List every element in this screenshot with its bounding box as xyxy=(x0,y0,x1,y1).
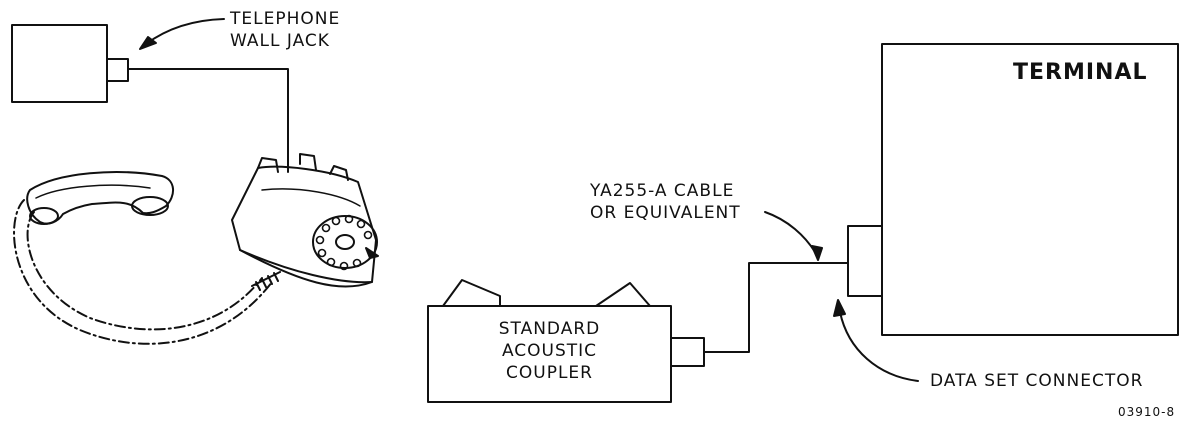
wall-jack-label-line2: WALL JACK xyxy=(230,31,330,51)
jack-to-phone-wire xyxy=(127,68,289,173)
wall-jack-plug xyxy=(106,58,129,82)
terminal-box xyxy=(881,43,1179,336)
data-set-connector xyxy=(847,225,883,297)
coupler-label-line2: ACOUSTIC xyxy=(501,341,598,361)
connector-pointer-arrow xyxy=(839,311,919,382)
rotary-dial xyxy=(312,215,378,269)
coupler-label-line1: STANDARD xyxy=(498,319,601,339)
acoustic-coupler xyxy=(427,279,705,403)
cable-arrowhead xyxy=(811,245,823,261)
cable-label-line1: YA255-A CABLE xyxy=(590,181,735,201)
cord-coil-end xyxy=(251,271,281,291)
wall-jack-label: TELEPHONE WALL JACK xyxy=(230,8,340,52)
handset-cord-outer xyxy=(13,199,273,345)
wall-jack-box xyxy=(11,24,108,103)
terminal-label: TERMINAL xyxy=(1013,60,1148,85)
handset-cord-inner xyxy=(26,211,263,331)
yа255-cable xyxy=(703,262,849,353)
connector-arrowhead xyxy=(833,299,846,317)
telephone-handset xyxy=(26,171,174,225)
cable-label: YA255-A CABLE OR EQUIVALENT xyxy=(590,180,741,224)
wall-jack-arrowhead xyxy=(139,36,157,50)
data-set-connector-label: DATA SET CONNECTOR xyxy=(930,371,1144,391)
wall-jack-label-line1: TELEPHONE xyxy=(230,9,341,29)
coupler-label-line3: COUPLER xyxy=(506,363,593,383)
telephone-base xyxy=(231,153,379,288)
coupler-label: STANDARD ACOUSTIC COUPLER xyxy=(428,318,671,384)
cable-label-line2: OR EQUIVALENT xyxy=(590,203,741,223)
figure-number: 03910-8 xyxy=(1118,405,1176,419)
wall-jack-pointer-arrow xyxy=(145,18,225,45)
cable-pointer-arrow xyxy=(764,211,816,253)
